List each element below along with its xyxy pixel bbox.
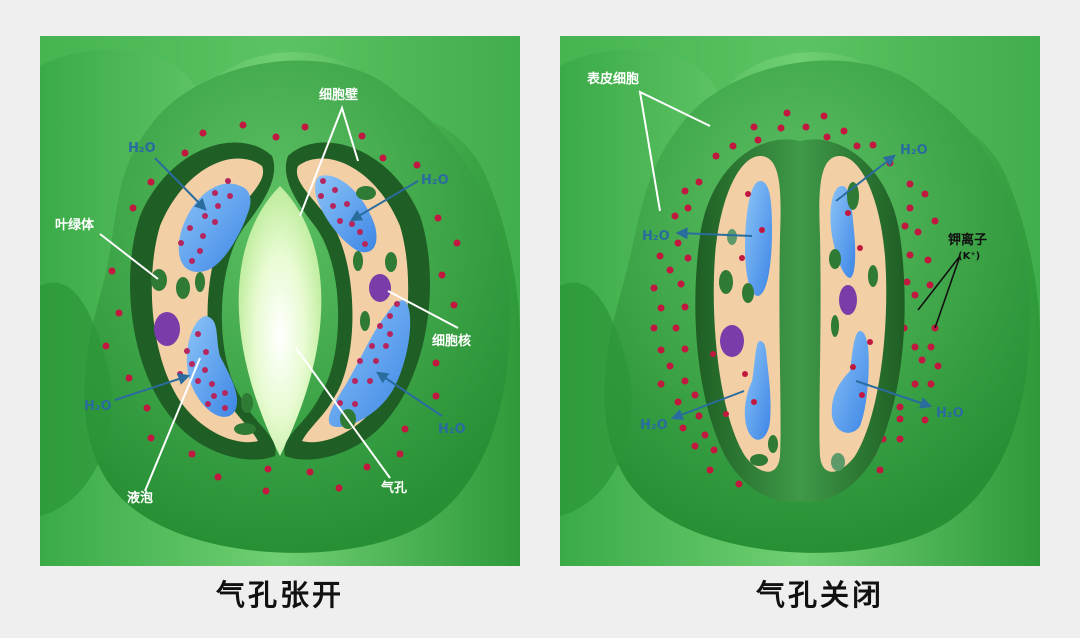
vacuole — [831, 331, 869, 433]
guard-cell-left — [130, 142, 276, 460]
potassium-ions — [102, 121, 461, 495]
chloroplast — [356, 186, 376, 200]
nucleus — [720, 325, 744, 357]
water-inflow-arrows — [114, 157, 443, 417]
epidermal-cell — [560, 36, 1040, 336]
label-cell-wall: 细胞壁 — [319, 87, 358, 103]
chloroplast — [750, 454, 768, 466]
label-potassium-ion: 钾离子 — [948, 232, 987, 248]
chloroplast — [727, 229, 737, 245]
chloroplast — [829, 249, 841, 269]
stoma-closed-panel: 表皮细胞 钾离子 (K⁺) H₂O H₂O H₂O H₂O — [560, 36, 1040, 566]
label-vacuole: 液泡 — [127, 490, 153, 506]
leader-lines — [638, 90, 711, 212]
guard-cell-pair — [695, 139, 905, 502]
chloroplast — [234, 423, 256, 435]
label-chloroplast: 叶绿体 — [55, 217, 95, 233]
chloroplast — [176, 277, 190, 299]
chloroplast — [719, 270, 733, 294]
chloroplast — [353, 251, 363, 271]
label-h2o: H₂O — [438, 422, 466, 437]
guard-cell-right — [284, 142, 430, 460]
label-potassium-symbol: (K⁺) — [958, 251, 980, 262]
chloroplast — [151, 269, 167, 291]
chloroplast — [195, 272, 205, 292]
epidermal-cell — [40, 36, 520, 336]
chloroplast — [847, 182, 859, 210]
potassium-leader-lines — [917, 255, 961, 329]
vacuole — [745, 181, 772, 296]
chloroplast — [831, 315, 839, 337]
stoma-pore — [238, 186, 322, 456]
label-stoma: 气孔 — [381, 480, 407, 496]
stoma-open-panel: 细胞壁 叶绿体 细胞核 液泡 气孔 H₂O H₂O H₂O H₂O — [40, 36, 520, 566]
nucleus — [154, 312, 180, 346]
vacuole — [744, 341, 771, 440]
epidermal-cell — [40, 282, 112, 516]
label-h2o: H₂O — [84, 399, 112, 414]
stoma-open-illustration: 细胞壁 叶绿体 细胞核 液泡 气孔 H₂O H₂O H₂O H₂O — [40, 36, 520, 566]
label-h2o: H₂O — [900, 143, 928, 158]
label-epidermal-cell: 表皮细胞 — [586, 71, 639, 87]
potassium-ions — [650, 109, 942, 502]
label-h2o: H₂O — [128, 141, 156, 156]
label-h2o: H₂O — [421, 173, 449, 188]
label-h2o: H₂O — [640, 418, 668, 433]
leader-lines — [99, 104, 459, 492]
chloroplast — [868, 265, 878, 287]
caption-stoma-closed: 气孔关闭 — [755, 578, 884, 612]
nucleus — [369, 274, 391, 302]
label-nucleus: 细胞核 — [432, 333, 471, 349]
nucleus — [839, 285, 857, 315]
chloroplast — [385, 252, 397, 272]
stoma-closed-illustration: 表皮细胞 钾离子 (K⁺) H₂O H₂O H₂O H₂O — [560, 36, 1040, 566]
label-h2o: H₂O — [642, 229, 670, 244]
chloroplast — [241, 393, 253, 413]
caption-stoma-open: 气孔张开 — [215, 578, 344, 612]
chloroplast — [360, 311, 370, 331]
chloroplast — [742, 283, 754, 303]
chloroplast — [831, 453, 845, 471]
epidermal-cell — [560, 282, 632, 516]
label-h2o: H₂O — [936, 406, 964, 421]
water-outflow-arrows — [670, 154, 933, 421]
chloroplast — [768, 435, 778, 453]
